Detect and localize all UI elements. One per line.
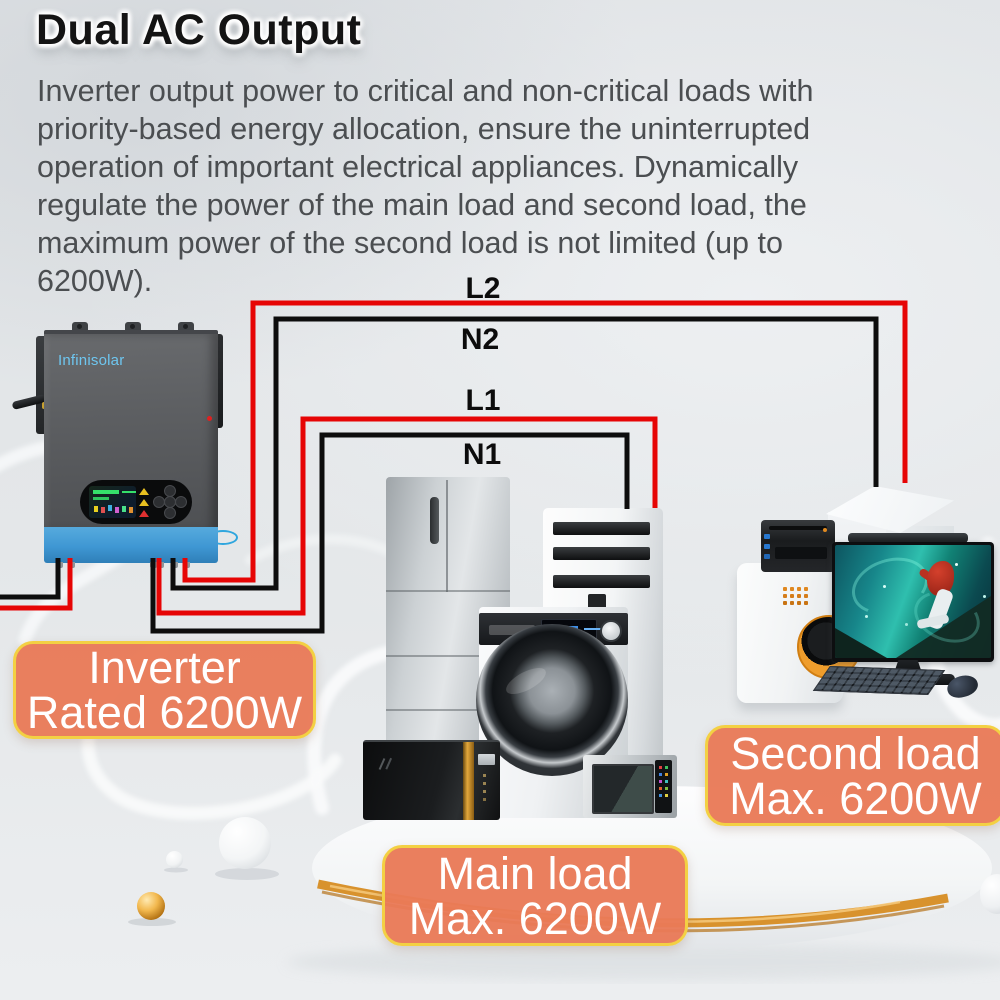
terminal (68, 562, 75, 568)
sphere-shadows (128, 867, 279, 926)
wire-label-l1: L1 (465, 384, 501, 417)
description-line: Inverter output power to critical and no… (37, 74, 814, 108)
inverter-display-panel (80, 480, 192, 524)
white-sphere-large (219, 817, 271, 869)
white-sphere-edge (980, 874, 1000, 914)
monitor-screen (835, 545, 991, 658)
lcd-screen (89, 486, 136, 518)
wire-label-n2: N2 (460, 323, 500, 356)
description-line: regulate the power of the main load and … (37, 188, 807, 222)
safe-gold-stripe (463, 742, 474, 820)
safe-box (363, 740, 500, 820)
description-text: Inverter output power to critical and no… (37, 72, 813, 300)
status-led (207, 416, 212, 421)
description-line: operation of important electrical applia… (37, 150, 799, 184)
monitor-light-bar (848, 533, 968, 543)
podium-shadow (287, 944, 1000, 980)
terminal (150, 562, 157, 568)
fridge-handle (430, 497, 439, 544)
terminal (157, 562, 164, 568)
wire-label-n1: N1 (462, 438, 502, 471)
terminal (183, 562, 190, 568)
monitor (832, 542, 994, 662)
description-line: maximum power of the second load is not … (37, 226, 783, 260)
terminal (56, 562, 63, 568)
keyboard (812, 665, 946, 696)
fridge-door-split (446, 480, 448, 592)
washer-drum (476, 624, 628, 776)
brand-logo: Infinisolar (58, 352, 125, 369)
page-title: Dual AC Output (36, 6, 362, 54)
washer-knob (600, 620, 622, 642)
gold-sphere (137, 892, 165, 920)
white-sphere-small (166, 851, 183, 868)
wire-label-l2: L2 (465, 272, 501, 305)
printer-buttons (764, 534, 770, 539)
microwave-window (592, 764, 654, 814)
inverter-blue-band (44, 527, 218, 563)
microwave-control-panel (655, 760, 672, 813)
label-main-load: Main load Max. 6200W (382, 845, 688, 946)
speaker-grille (783, 587, 787, 591)
safe-display (478, 754, 495, 765)
printer (761, 520, 835, 572)
inverter-body: Infinisolar (44, 330, 238, 545)
inverter-device: Infinisolar (11, 318, 238, 572)
panel-button (164, 507, 176, 519)
microwave (583, 755, 677, 818)
description-line: 6200W). (37, 264, 153, 298)
description-line: priority-based energy allocation, ensure… (37, 112, 811, 146)
label-second-load: Second load Max. 6200W (705, 725, 1000, 826)
panel-button (175, 496, 187, 508)
label-inverter-rating: Inverter Rated 6200W (13, 641, 316, 739)
terminal (171, 562, 178, 568)
